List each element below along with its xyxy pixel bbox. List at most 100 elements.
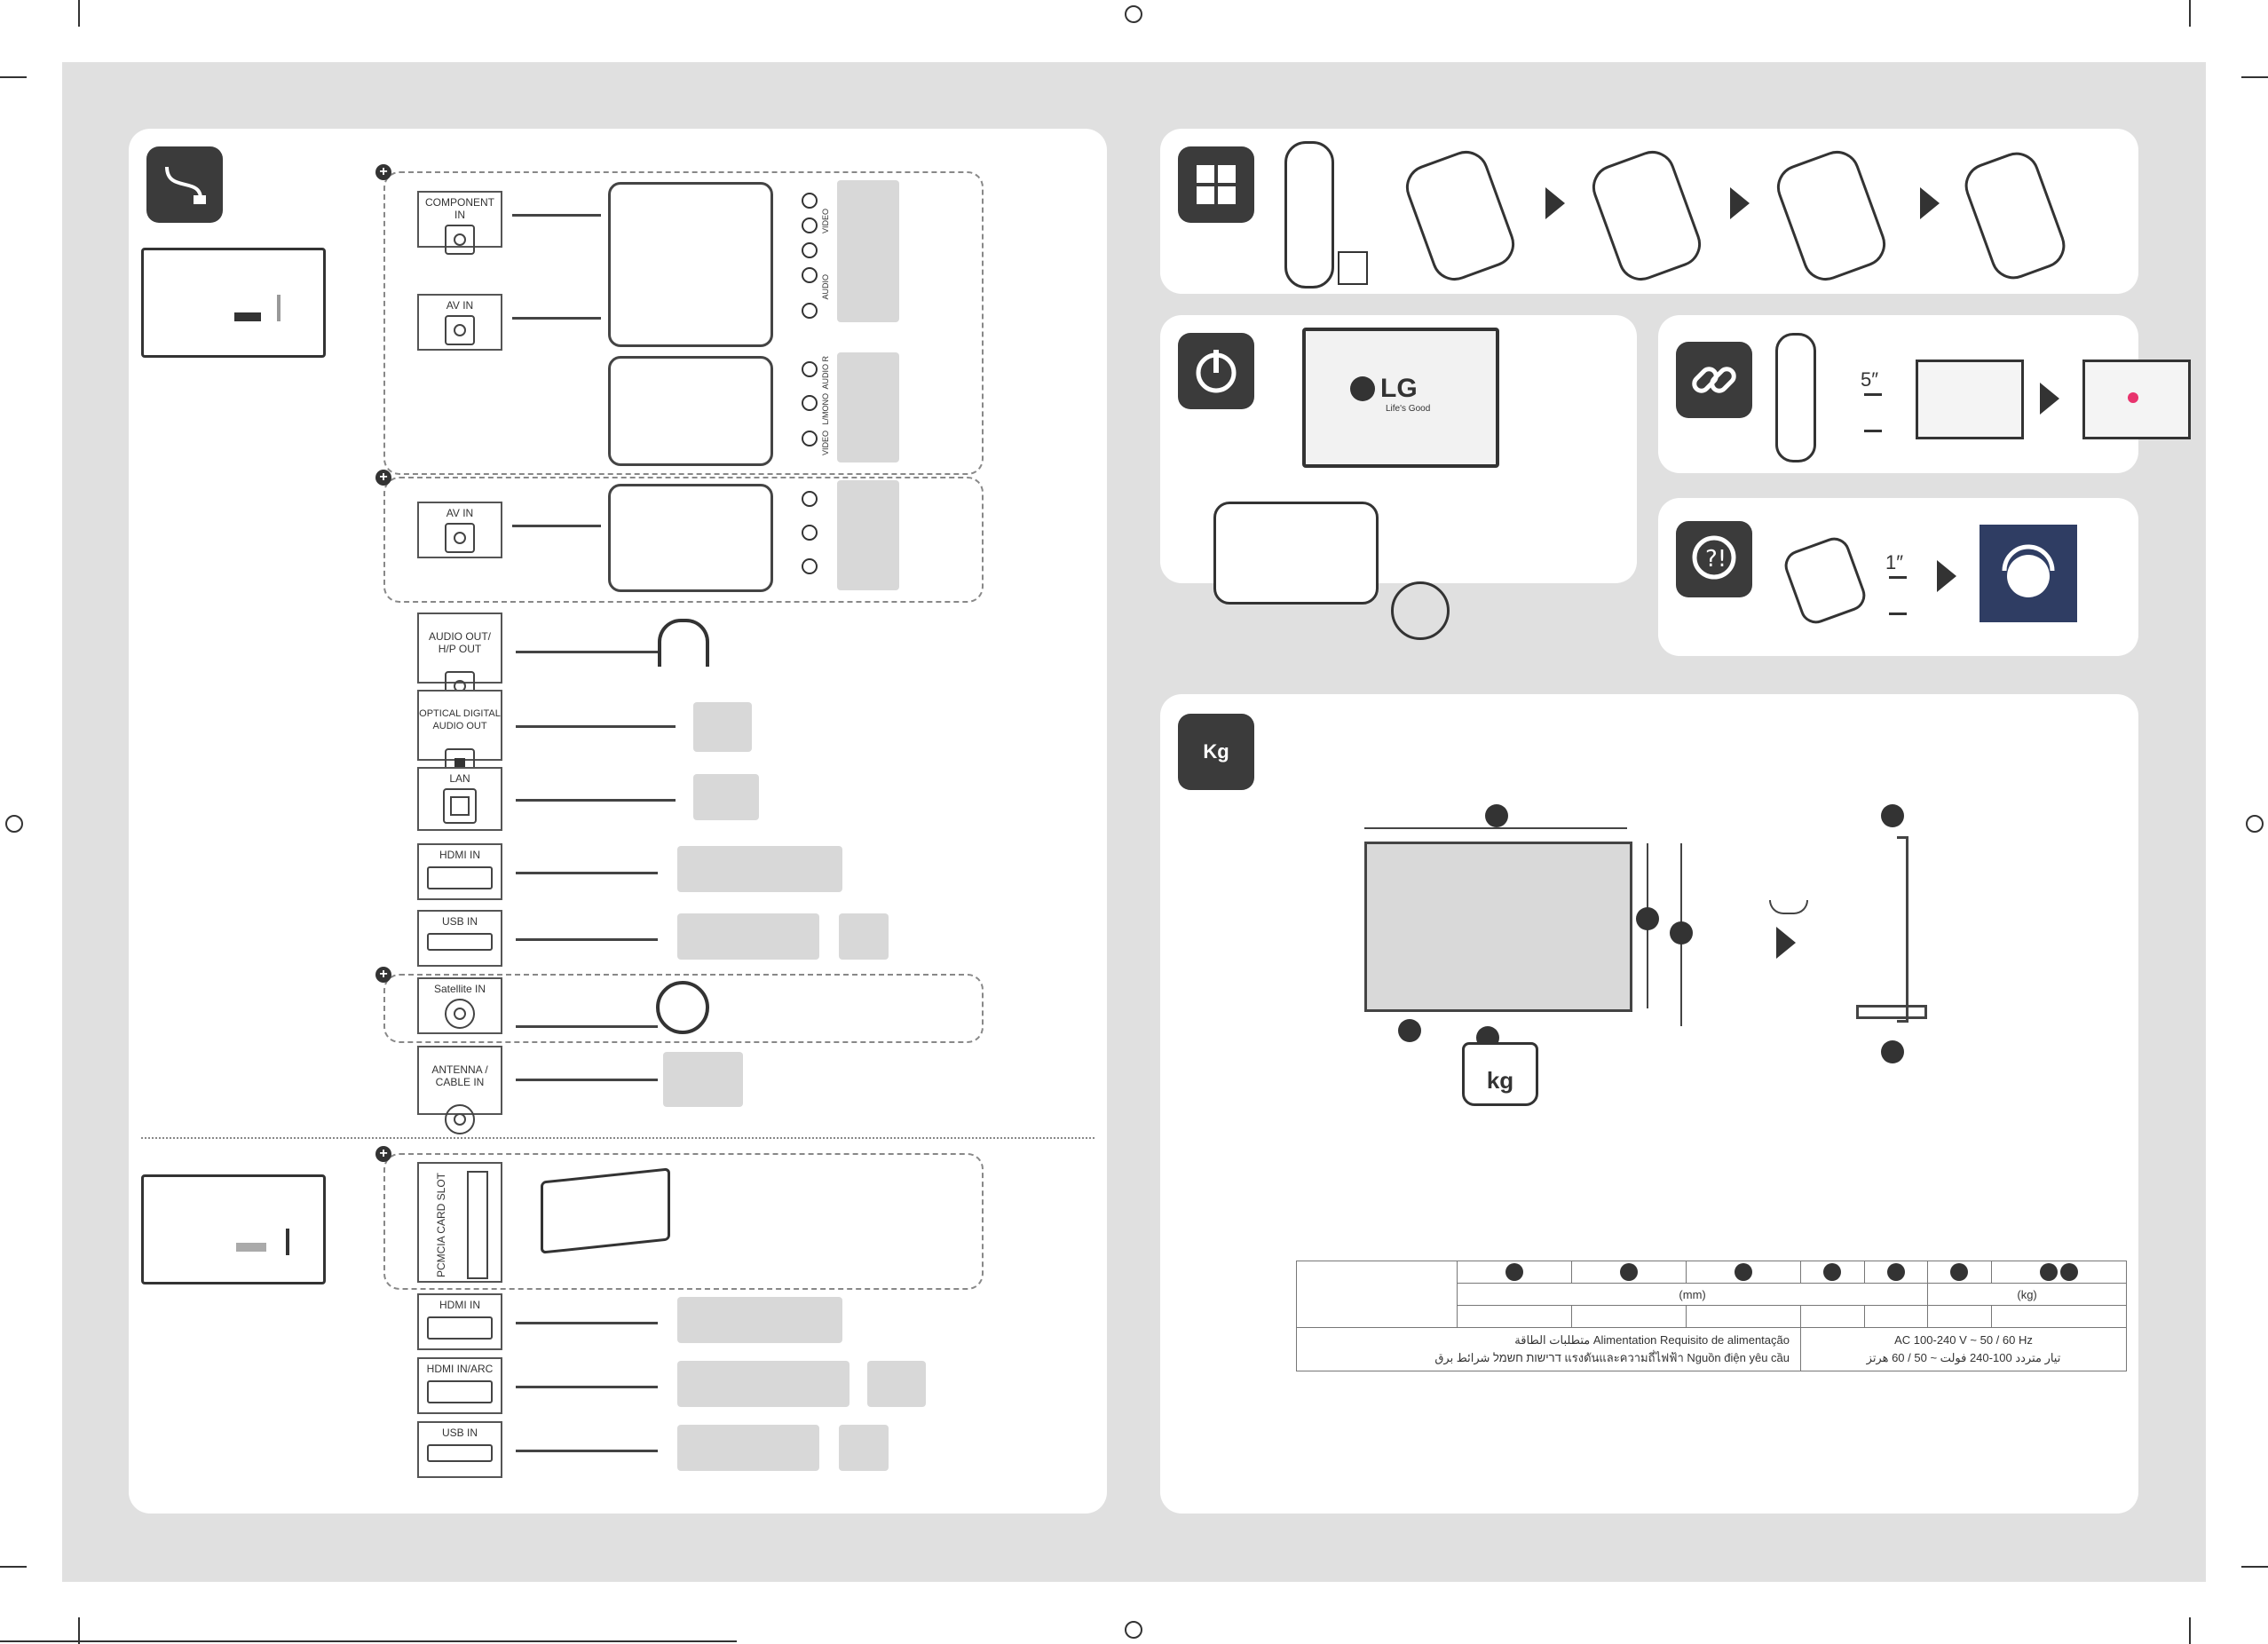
tv-screen-off: [1916, 360, 2024, 439]
jack: [802, 431, 818, 447]
tv-front-dimension-drawing: [1364, 842, 1632, 1012]
headphone-icon: [658, 619, 709, 667]
usb-in-port: USB IN: [417, 910, 502, 967]
hdmi-in-port: HDMI IN: [417, 843, 502, 900]
usb-devices-box-2: [677, 1425, 819, 1471]
pointer-dot-icon: [2128, 392, 2138, 403]
jack: [802, 525, 818, 541]
crop-line-top-right: [2189, 0, 2191, 27]
dimension-marker-icon: [1619, 1263, 1638, 1281]
guide-sheet: + + + + COMPONENT IN AV IN AV IN AUDIO O…: [62, 62, 2206, 1582]
plus-icon: +: [375, 470, 391, 486]
jack: [802, 242, 818, 258]
power-panel: LG Life's Good: [1160, 315, 1637, 640]
tv-side-stand: [1856, 1005, 1927, 1019]
spec-table: (mm) (kg) متطلبات الطاقة Alimentation Re…: [1296, 1261, 2128, 1371]
dimension-marker-stand: [1398, 1019, 1421, 1042]
jack: [802, 193, 818, 209]
unit-kg: (kg): [1927, 1283, 2127, 1306]
lan-cable: [516, 799, 676, 802]
crop-line-bottom-left: [78, 1617, 80, 1644]
lg-tagline: Life's Good: [1386, 404, 1431, 414]
width-dimension-line: [1364, 827, 1627, 829]
soundbar-box: [867, 1361, 926, 1407]
component-in-label: COMPONENT IN: [425, 196, 494, 221]
section-divider: [141, 1137, 1094, 1139]
weight-bag-icon: Kg: [1178, 714, 1254, 790]
router-device-box: [693, 774, 759, 820]
crop-line-right-top: [2241, 76, 2268, 78]
crop-line-right-bottom: [2241, 1566, 2268, 1568]
satellite-in-label: Satellite IN: [433, 983, 486, 995]
hourglass-icon: [1864, 393, 1882, 432]
dimension-marker-icon: [1734, 1263, 1752, 1281]
jack: [802, 361, 818, 377]
antenna-cable: [516, 1079, 658, 1081]
scale-icon: kg: [1462, 1042, 1538, 1106]
tv-screen-on: [2082, 360, 2191, 439]
hdmi-arc-cable: [516, 1386, 658, 1388]
hdmi-devices-box: [677, 846, 842, 892]
jack: [802, 217, 818, 233]
crop-line-bottom-right: [2189, 1617, 2191, 1644]
battery-icon: [1338, 251, 1368, 285]
dimension-marker-b: [1636, 907, 1659, 930]
lg-logo-icon: [1350, 376, 1375, 401]
scale-label: kg: [1486, 1067, 1514, 1094]
hdmi-in-port-2: HDMI IN: [417, 1293, 502, 1350]
hdmi-arc-devices-box: [677, 1361, 850, 1407]
jack: [802, 395, 818, 411]
jack: [802, 558, 818, 574]
tv-back-illustration-bottom: [141, 1174, 326, 1284]
pairing-panel: 5″: [1658, 315, 2191, 473]
av-in-port-2: AV IN: [417, 502, 502, 558]
power-requirement-labels-2: דרישות חשמל شرائط برق แรงดันและความถี่ไฟ…: [1434, 1351, 1790, 1364]
rotate-icon: [1769, 900, 1808, 914]
av-in-group: [383, 477, 984, 603]
rca-bundle-2: [608, 356, 773, 466]
antenna-port: ANTENNA / CABLE IN: [417, 1046, 502, 1134]
plus-icon: +: [375, 164, 391, 180]
jack: [802, 491, 818, 507]
jack: [802, 303, 818, 319]
remote-illustration: [1284, 141, 1334, 288]
power-requirement-value-2: تيار متردد 100-240 فولت ~ 50 / 60 هرتز: [1866, 1351, 2061, 1364]
audio-device-box: [837, 352, 899, 462]
support-timer-label: 1″: [1885, 551, 1904, 573]
av-in-label: AV IN: [446, 299, 474, 312]
dimension-marker-c: [1670, 921, 1693, 945]
tv-back-illustration-top: [141, 248, 326, 358]
dvd-device-box: [837, 180, 899, 322]
arrow-right-icon: [1920, 187, 1940, 219]
dimension-marker-a: [1485, 804, 1508, 827]
plus-icon: +: [375, 967, 391, 983]
tv-side-dimension-drawing: [1897, 836, 1908, 1023]
link-icon: [1676, 342, 1752, 418]
arrow-right-icon: [1545, 187, 1565, 219]
registration-mark-left: [5, 815, 23, 833]
power-requirement-labels-1: متطلبات الطاقة Alimentation Requisito de…: [1514, 1333, 1790, 1347]
registration-mark-right: [2246, 815, 2264, 833]
hdmi-in-label: HDMI IN: [439, 849, 480, 861]
remote-open-step-1: [1399, 144, 1521, 288]
component-av-group: [383, 171, 984, 475]
arrow-right-icon: [2040, 383, 2059, 415]
av-cable-2: [512, 525, 601, 527]
dimension-marker-icon: [1950, 1263, 1969, 1281]
optical-label: OPTICAL DIGITAL AUDIO OUT: [419, 708, 501, 731]
usb-cable-2: [516, 1450, 658, 1452]
usb-stick-box-2: [839, 1425, 889, 1471]
pcmcia-port: PCMCIA CARD SLOT: [417, 1162, 502, 1283]
ci-module-icon: [541, 1167, 670, 1254]
unit-mm: (mm): [1456, 1283, 1929, 1306]
arrow-right-icon: [1776, 927, 1796, 959]
dimension-marker-icon: [1823, 1263, 1842, 1281]
tv-front-illustration: LG Life's Good: [1302, 328, 1499, 468]
remote-open-step-3: [1770, 144, 1893, 288]
optical-cable: [516, 725, 676, 728]
satellite-group: [383, 974, 984, 1043]
help-icon: ?!: [1676, 521, 1752, 597]
hdmi-cable-2: [516, 1322, 658, 1324]
registration-mark-top: [1125, 5, 1142, 23]
jack-label-audio: AUDIO: [821, 274, 830, 300]
